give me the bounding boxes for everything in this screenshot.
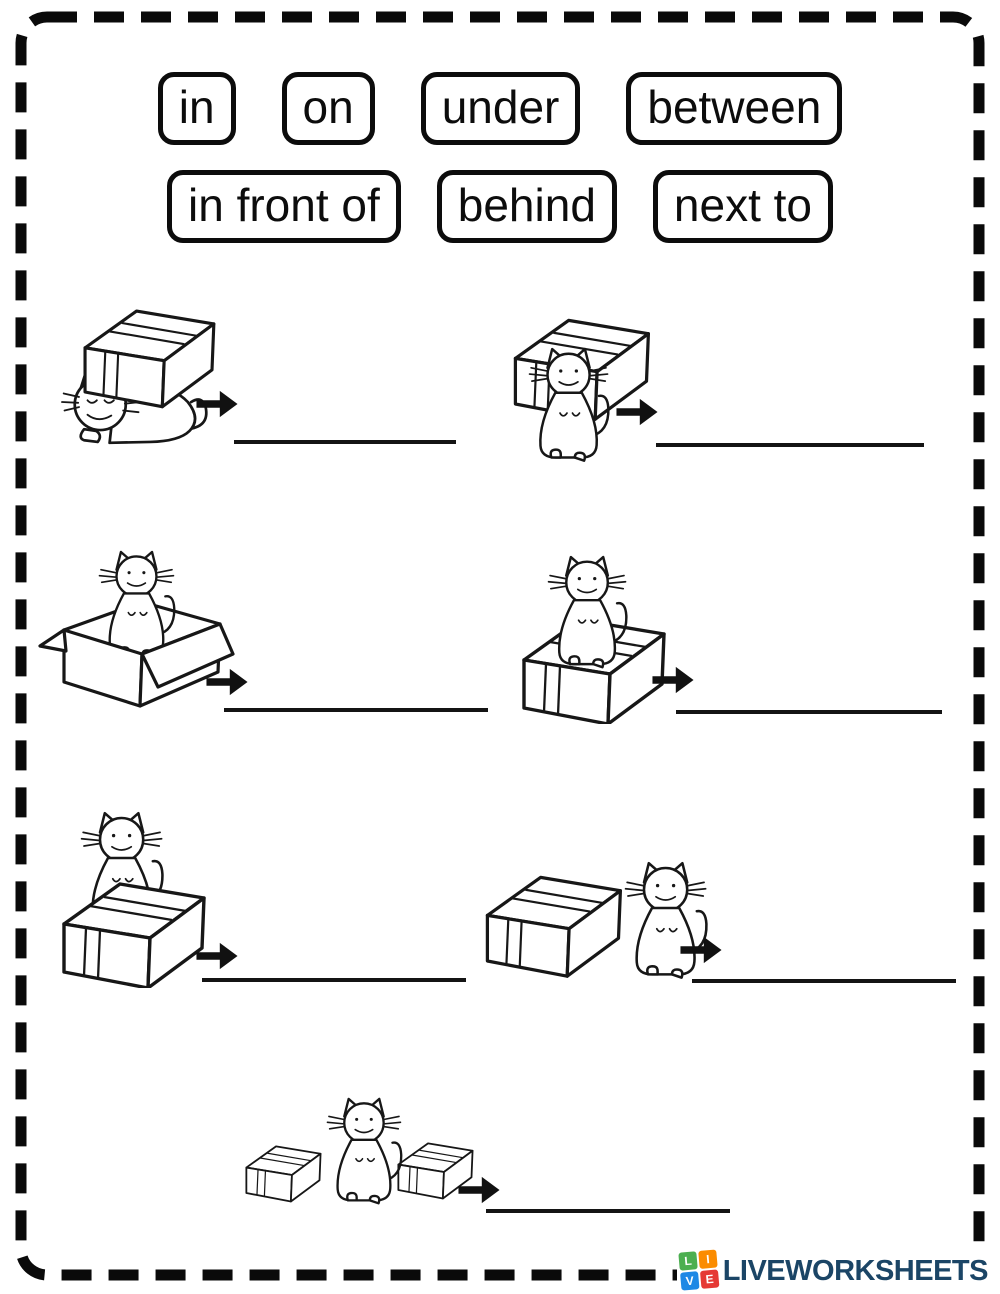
word-bank-term-between: between	[626, 72, 843, 145]
exercise-7	[240, 1094, 735, 1216]
illustration-cat-in-open-box	[38, 550, 235, 708]
illustration-cat-with-box-on-head	[513, 318, 651, 462]
answer-blank-5[interactable]	[202, 978, 466, 982]
right-arrow-icon	[616, 398, 658, 426]
exercise-1	[58, 306, 458, 458]
exercise-6	[476, 856, 961, 984]
answer-blank-2[interactable]	[656, 443, 924, 447]
word-bank-term-on: on	[281, 72, 375, 145]
illustration-cat-under-box	[60, 309, 216, 445]
right-arrow-icon	[458, 1176, 500, 1204]
word-bank-row-1: in on under between	[0, 72, 1000, 145]
illustration-cat-on-box	[522, 555, 666, 724]
liveworksheets-watermark: L I V E LIVEWORKSHEETS	[676, 1248, 989, 1293]
answer-blank-3[interactable]	[224, 708, 488, 712]
exercise-5	[50, 810, 470, 988]
liveworksheets-logo-icon: L I V E	[677, 1248, 720, 1293]
illustration-cat-between-boxes	[245, 1097, 474, 1205]
right-arrow-icon	[652, 666, 694, 694]
word-bank-term-under: under	[420, 72, 581, 145]
word-bank-term-next-to: next to	[652, 170, 833, 243]
word-bank-term-in-front-of: in front of	[166, 170, 401, 243]
answer-blank-7[interactable]	[486, 1209, 730, 1213]
answer-blank-6[interactable]	[692, 979, 956, 983]
answer-blank-4[interactable]	[676, 710, 942, 714]
logo-square-orange: I	[697, 1248, 718, 1269]
exercise-3	[36, 550, 491, 714]
right-arrow-icon	[206, 668, 248, 696]
illustration-cat-next-to-box	[485, 861, 708, 979]
exercise-2	[498, 312, 928, 462]
word-bank-row-2: in front of behind next to	[0, 170, 1000, 243]
illustration-cat-behind-box	[62, 811, 206, 988]
right-arrow-icon	[680, 936, 722, 964]
right-arrow-icon	[196, 390, 238, 418]
exercise-4	[510, 552, 945, 724]
logo-square-green: L	[677, 1250, 698, 1271]
word-bank-term-behind: behind	[436, 170, 617, 243]
liveworksheets-brand-text: LIVEWORKSHEETS	[722, 1254, 989, 1287]
logo-square-blue: V	[679, 1270, 700, 1291]
right-arrow-icon	[196, 942, 238, 970]
logo-square-red: E	[699, 1268, 720, 1289]
word-bank-term-in: in	[157, 72, 236, 145]
answer-blank-1[interactable]	[234, 440, 456, 444]
